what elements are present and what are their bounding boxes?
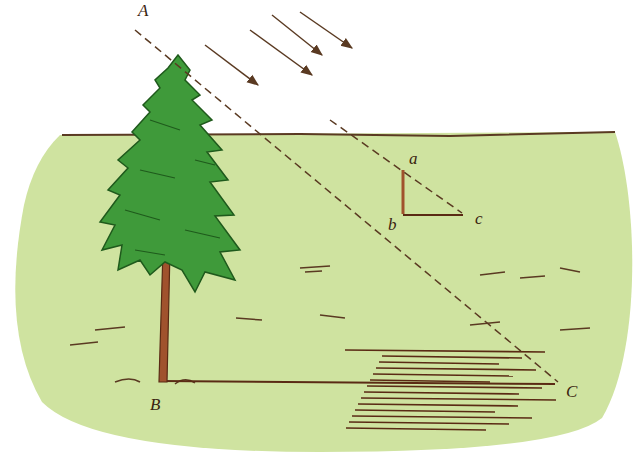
- point-label: A: [138, 2, 148, 19]
- stick: [402, 170, 405, 214]
- tree-shadow: [160, 350, 556, 430]
- point-label: a: [409, 150, 418, 167]
- grass-tufts: [70, 266, 590, 384]
- point-label: C: [566, 383, 577, 400]
- tree-foliage: [100, 55, 240, 292]
- tree-trunk: [159, 250, 170, 382]
- foliage-detail: [125, 120, 220, 255]
- point-label: c: [475, 210, 483, 227]
- point-label: B: [150, 396, 160, 413]
- stick-shadow: [403, 214, 463, 216]
- sun-rays: [135, 12, 558, 382]
- ground: [15, 132, 632, 452]
- point-label: b: [388, 216, 397, 233]
